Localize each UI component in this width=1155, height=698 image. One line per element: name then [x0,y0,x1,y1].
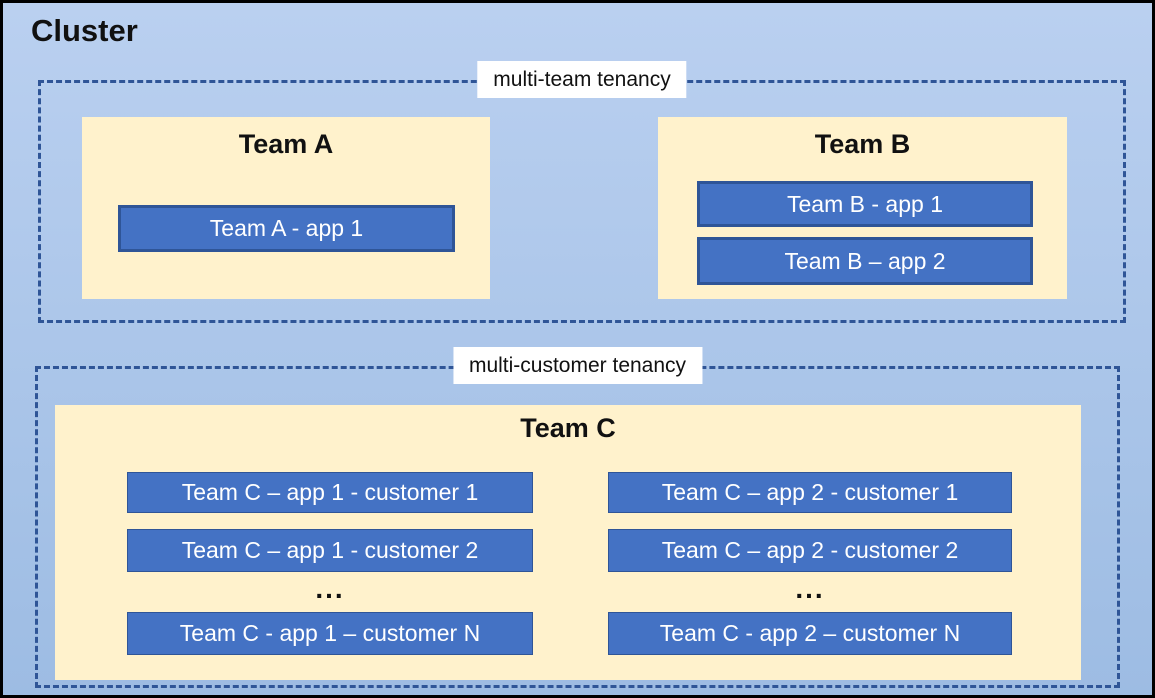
team-c-panel: Team C Team C – app 1 - customer 1 Team … [55,405,1081,680]
team-a-title: Team A [238,129,334,159]
cluster-title: Cluster [31,13,138,48]
multi-customer-tenancy-section: multi-customer tenancy Team C Team C – a… [35,347,1120,688]
team-c-app1-customer1-box: Team C – app 1 - customer 1 [127,472,533,513]
team-a-app-1-box: Team A - app 1 [118,205,455,252]
multi-team-tenancy-section: multi-team tenancy Team A Team A - app 1… [38,61,1126,323]
team-b-panel: Team B Team B - app 1 Team B – app 2 [658,117,1067,299]
team-c-app1-ellipsis: ... [315,573,345,604]
team-c-app2-customer2-box: Team C – app 2 - customer 2 [608,529,1012,572]
team-c-app2-customerN-box: Team C - app 2 – customer N [608,612,1012,655]
team-c-app2-customer1-box: Team C – app 2 - customer 1 [608,472,1012,513]
team-c-title: Team C [520,413,616,443]
team-c-app2-ellipsis: ... [795,573,825,604]
team-c-app1-customerN-box: Team C - app 1 – customer N [127,612,533,655]
team-a-panel: Team A Team A - app 1 [82,117,490,299]
multi-team-tenancy-label: multi-team tenancy [477,61,687,99]
team-b-app-2-box: Team B – app 2 [697,237,1033,285]
multi-customer-tenancy-label: multi-customer tenancy [452,347,703,385]
team-c-app1-customer2-box: Team C – app 1 - customer 2 [127,529,533,572]
team-b-title: Team B [814,129,911,159]
team-b-app-1-box: Team B - app 1 [697,181,1033,227]
